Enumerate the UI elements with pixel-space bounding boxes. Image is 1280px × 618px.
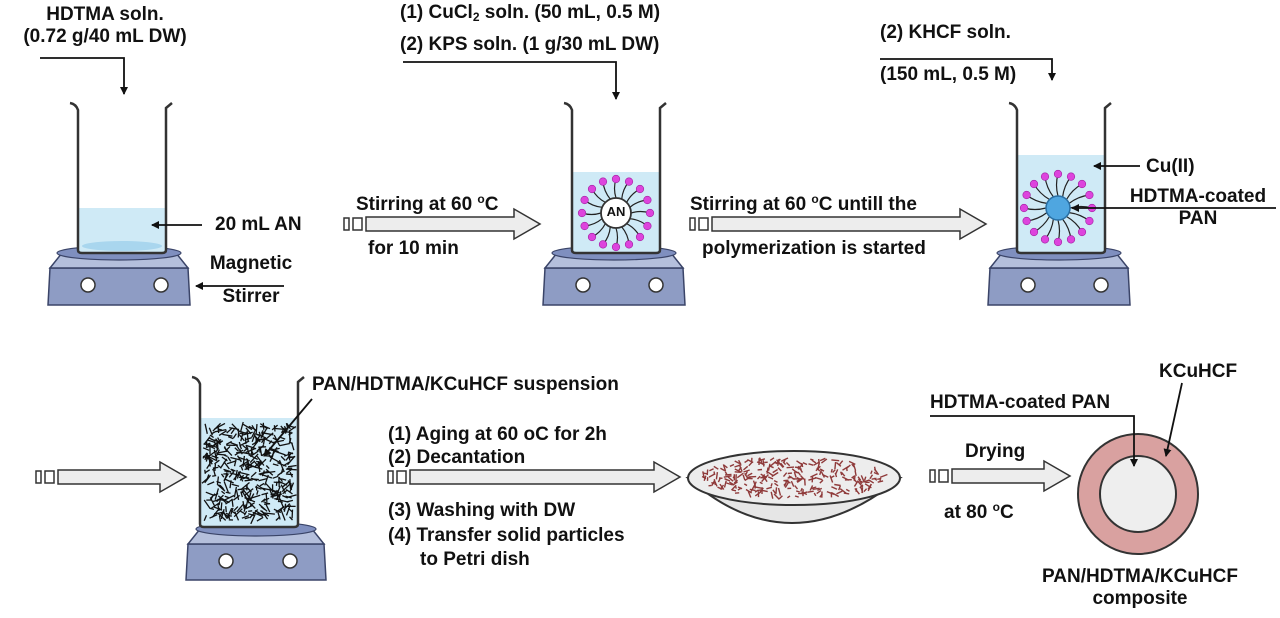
hdtma-input-arrow [40, 58, 124, 94]
magnetic-stirrer-4 [186, 522, 326, 580]
beaker-1 [70, 103, 172, 253]
transfer-step-label: (4) Transfer solid particles [388, 525, 625, 547]
an-micelle-label: AN [601, 203, 631, 221]
kcuhcf-label: KCuHCF [1159, 361, 1237, 383]
cu-ion-label: Cu(II) [1146, 156, 1195, 178]
an-volume-label: 20 mL AN [215, 214, 302, 236]
cucl2-solution-label: (1) CuCl2 soln. (50 mL, 0.5 M) [400, 2, 660, 28]
beaker-2 [564, 103, 666, 253]
arrow1-condition-line1: Stirring at 60 oC [356, 188, 499, 216]
washing-step-label: (3) Washing with DW [388, 500, 575, 522]
arrow2-condition-line1: Stirring at 60 oC untill the [690, 188, 917, 216]
composite-particle [1078, 434, 1198, 554]
drying-temperature-label: at 80 oC [944, 496, 1014, 524]
drying-label: Drying [965, 441, 1025, 463]
cucl2-kps-input-arrow [403, 62, 616, 99]
petri-dish [688, 451, 900, 523]
process-arrow-3 [36, 462, 186, 492]
magnetic-stirrer-3 [988, 246, 1130, 305]
arrow2-condition-line2: polymerization is started [702, 238, 926, 260]
process-arrow-5 [930, 461, 1070, 491]
beaker-4 [192, 377, 304, 527]
hdtma-coated-pan-core-label: HDTMA-coated PAN [930, 392, 1110, 414]
suspension-label: PAN/HDTMA/KCuHCF suspension [312, 374, 619, 396]
khcf-solution-line2: (150 mL, 0.5 M) [880, 64, 1016, 86]
magnetic-stirrer-1 [48, 246, 190, 305]
aging-step-label: (1) Aging at 60 oC for 2h [388, 424, 607, 446]
petri-dish-step-label: to Petri dish [420, 549, 530, 571]
beaker-3 [1009, 103, 1111, 253]
khcf-solution-line1: (2) KHCF soln. [880, 22, 1011, 44]
arrow1-condition-line2: for 10 min [368, 238, 459, 260]
kps-solution-label: (2) KPS soln. (1 g/30 mL DW) [400, 34, 659, 56]
decantation-step-label: (2) Decantation [388, 447, 525, 469]
hdtma-solution-label: HDTMA soln.(0.72 g/40 mL DW) [0, 4, 210, 48]
magnetic-stirrer-2 [543, 246, 685, 305]
